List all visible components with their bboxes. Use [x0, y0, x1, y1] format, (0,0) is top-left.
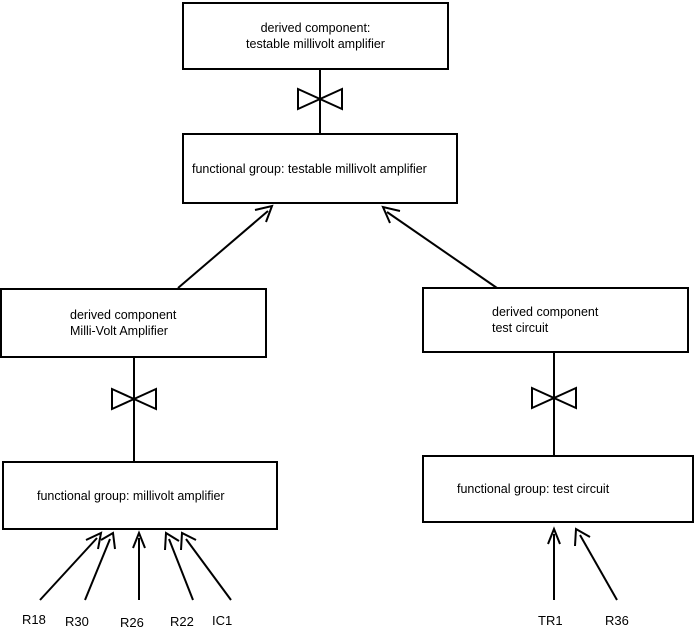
leaf-arrow-tr1: [547, 526, 561, 600]
bowtie-connector-top: [297, 87, 343, 111]
leaf-arrow-r18: [39, 531, 103, 601]
leaf-arrow-r36: [574, 527, 618, 601]
node-label-line2: testable millivolt amplifier: [246, 37, 385, 51]
node-label: functional group: test circuit: [457, 482, 610, 496]
refinement-arrow-testcircuit-to-testable: [381, 205, 498, 289]
node-label: derived component: testable millivolt amp…: [184, 20, 447, 52]
leaf-label-r22: R22: [170, 614, 194, 629]
node-fg-testable-millivolt-amplifier[interactable]: functional group: testable millivolt amp…: [182, 133, 458, 204]
node-label-line1: derived component:: [260, 21, 371, 35]
leaf-arrow-r30: [84, 531, 116, 601]
leaf-label-tr1: TR1: [538, 613, 563, 628]
node-label-line1: derived component: [70, 308, 177, 322]
node-derived-test-circuit[interactable]: derived component test circuit: [422, 287, 689, 353]
leaf-label-ic1: IC1: [212, 613, 233, 628]
node-label: derived component test circuit: [492, 304, 598, 336]
leaf-arrow-r22: [164, 531, 194, 601]
node-label-line2: Milli-Volt Amplifier: [70, 324, 168, 338]
node-fg-millivolt-amplifier[interactable]: functional group: millivolt amplifier: [2, 461, 278, 530]
node-fg-test-circuit[interactable]: functional group: test circuit: [422, 455, 694, 523]
leaf-label-r18: R18: [22, 612, 46, 627]
node-label: functional group: millivolt amplifier: [37, 488, 225, 503]
node-derived-testable-millivolt-amplifier[interactable]: derived component: testable millivolt amp…: [182, 2, 449, 70]
leaf-label-r36: R36: [605, 613, 629, 628]
leaf-label-r30: R30: [65, 614, 89, 629]
leaf-arrow-ic1: [180, 531, 232, 601]
leaf-arrow-r26: [132, 530, 146, 600]
bowtie-connector-left: [111, 387, 157, 411]
node-label-line2: test circuit: [492, 321, 549, 335]
refinement-arrow-millivolt-to-testable: [177, 204, 274, 289]
bowtie-connector-right: [531, 386, 577, 410]
node-label-line1: derived component: [492, 305, 599, 319]
node-label: functional group: testable millivolt amp…: [192, 161, 427, 176]
leaf-label-r26: R26: [120, 615, 144, 630]
